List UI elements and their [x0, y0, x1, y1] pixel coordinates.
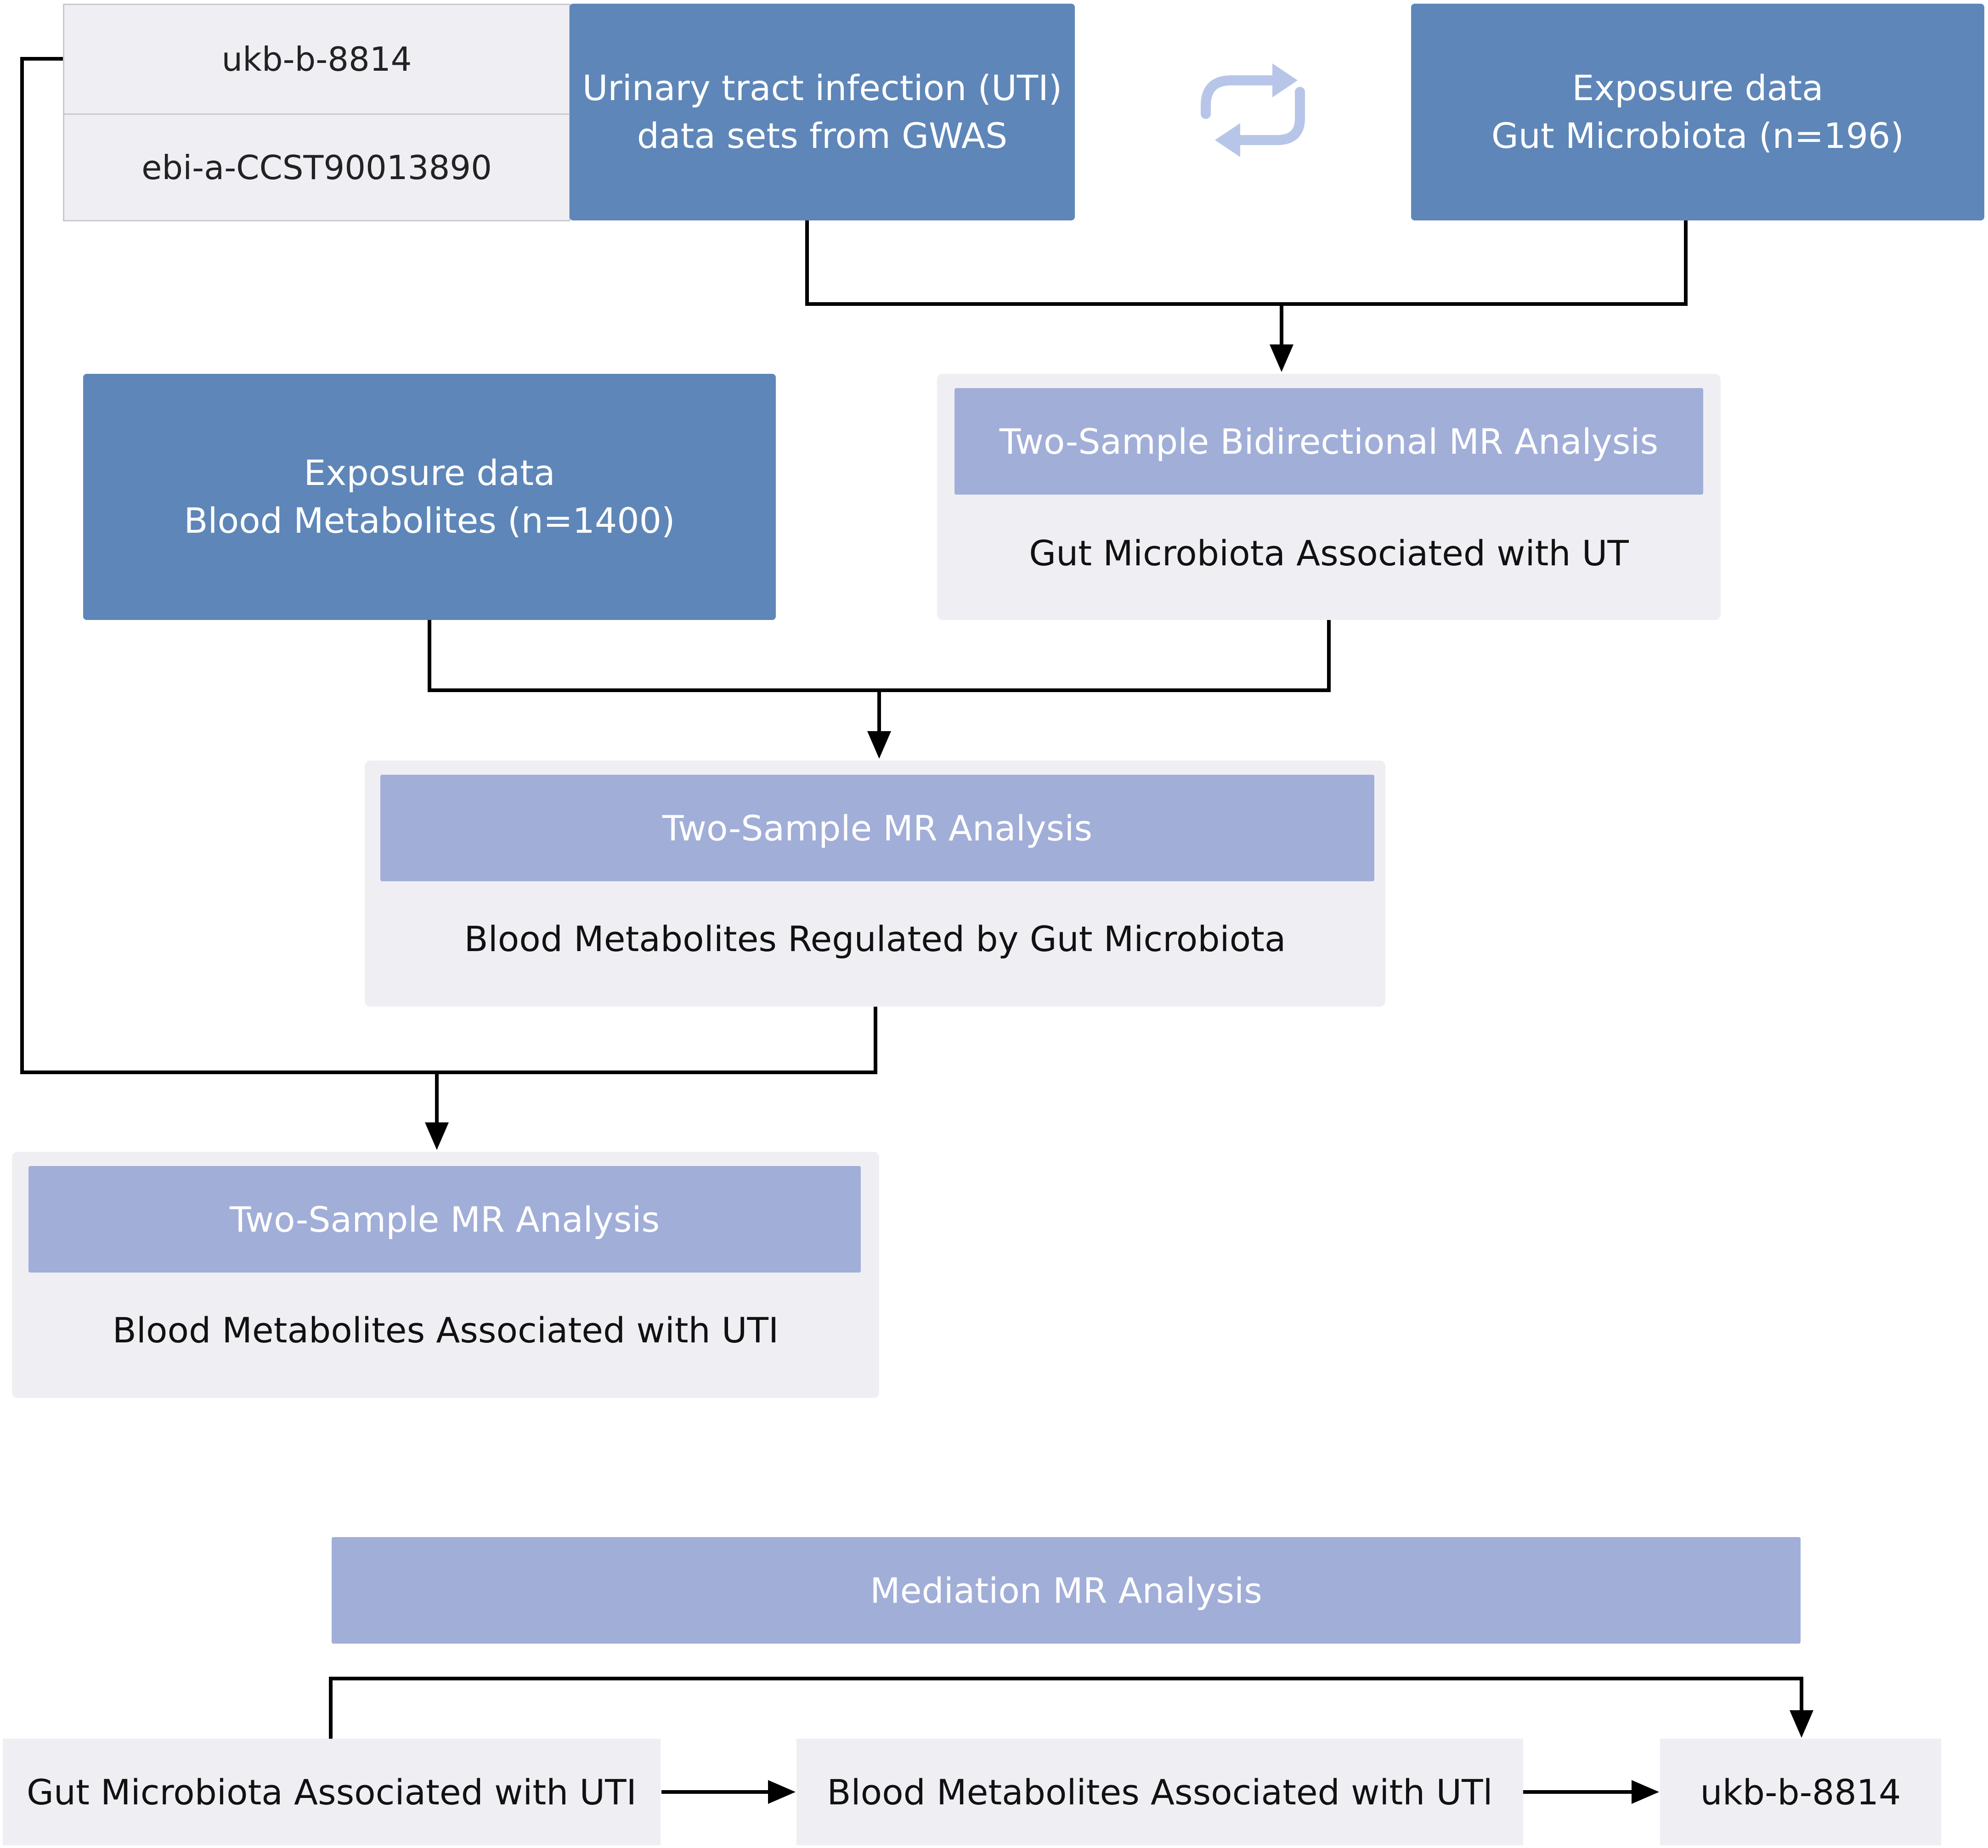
arrowhead-gut-to-metabolites [768, 1780, 796, 1804]
arrowhead-to-regulated [867, 731, 891, 759]
cycle-arrowhead-right [1272, 63, 1298, 97]
metabolites-uti-header-label: Two-Sample MR Analysis [229, 1199, 660, 1240]
arrowhead-metabolites-to-outcome [1632, 1780, 1659, 1804]
mediation-gut-microbiota-box: Gut Microbiota Associated with UTI [3, 1739, 661, 1845]
mediation-mr-header: Mediation MR Analysis [332, 1537, 1801, 1644]
connector-regulated-and-gwas [20, 57, 877, 1074]
metabolites-regulated-header: Two-Sample MR Analysis [380, 775, 1374, 881]
gwas-id-ukb-label: ukb-b-8814 [221, 40, 412, 79]
arrowhead-to-metabolites-uti [425, 1122, 449, 1150]
bidirectional-cycle-arrows-icon [1201, 75, 1305, 145]
uti-gwas-line2: data sets from GWAS [637, 115, 1008, 156]
gwas-id-ebi: ebi-a-CCST90013890 [63, 113, 570, 221]
mediation-mr-header-label: Mediation MR Analysis [870, 1570, 1262, 1611]
arrowhead-mediation-outcome [1790, 1710, 1813, 1738]
uti-gwas-line1: Urinary tract infection (UTI) [582, 68, 1062, 108]
gut-exposure-line2: Gut Microbiota (n=196) [1491, 115, 1904, 156]
bidirectional-mr-result: Gut Microbiota Associated with UT [1029, 533, 1629, 574]
mediation-outcome-box: ukb-b-8814 [1660, 1739, 1941, 1845]
arrowhead-to-bidirectional [1270, 344, 1293, 372]
mediation-outcome-label: ukb-b-8814 [1700, 1771, 1901, 1813]
connector-mediation-bracket [329, 1677, 1803, 1739]
cycle-arrowhead-left [1215, 123, 1240, 157]
connector-uti-gut-merge [805, 220, 1688, 306]
uti-gwas-box: Urinary tract infection (UTI) data sets … [570, 4, 1075, 220]
gwas-id-ukb: ukb-b-8814 [63, 4, 570, 115]
metabolites-regulated-header-label: Two-Sample MR Analysis [662, 807, 1093, 849]
mediation-gut-microbiota-label: Gut Microbiota Associated with UTI [27, 1771, 637, 1813]
gwas-id-ebi-label: ebi-a-CCST90013890 [141, 148, 492, 187]
bidirectional-mr-header-label: Two-Sample Bidirectional MR Analysis [999, 421, 1659, 462]
gut-microbiota-exposure-box: Exposure data Gut Microbiota (n=196) [1411, 4, 1984, 220]
metab-exposure-line1: Exposure data [304, 452, 555, 493]
mediation-blood-metabolites-label: Blood Metabolites Associated with UTl [827, 1771, 1493, 1813]
bidirectional-mr-header: Two-Sample Bidirectional MR Analysis [954, 388, 1703, 495]
gut-exposure-line1: Exposure data [1572, 68, 1824, 108]
metabolites-uti-result: Blood Metabolites Associated with UTI [112, 1310, 779, 1351]
blood-metabolites-exposure-box: Exposure data Blood Metabolites (n=1400) [83, 374, 776, 620]
connector-metab-bidir-merge [428, 620, 1331, 692]
metabolites-regulated-result: Blood Metabolites Regulated by Gut Micro… [464, 918, 1286, 959]
metabolites-uti-header: Two-Sample MR Analysis [28, 1166, 861, 1273]
metab-exposure-line2: Blood Metabolites (n=1400) [184, 500, 675, 541]
mediation-blood-metabolites-box: Blood Metabolites Associated with UTl [796, 1739, 1523, 1845]
